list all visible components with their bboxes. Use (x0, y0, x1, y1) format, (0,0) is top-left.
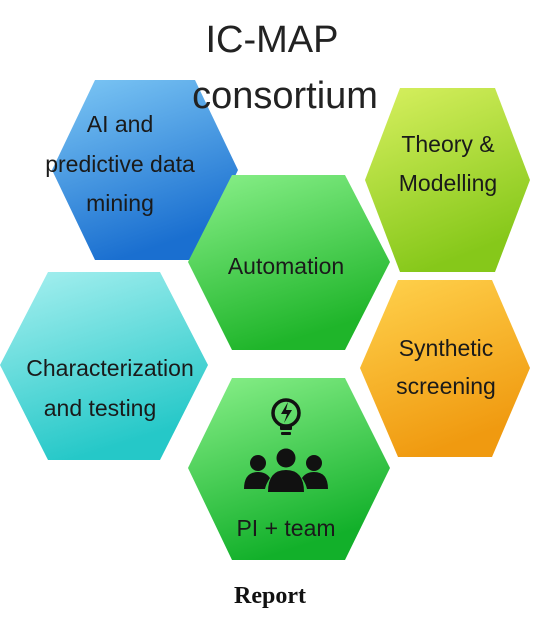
diagram-title-line2: consortium (192, 75, 378, 117)
hexagon-ai (52, 80, 238, 260)
hexagon-theory (365, 88, 530, 272)
hexagon-synthetic (360, 280, 530, 457)
hexagon-pi-team-label: PI + team (236, 515, 335, 541)
hexagon-synthetic-label-line1: Synthetic (399, 335, 494, 361)
diagram-title-line1: IC-MAP (206, 19, 339, 61)
figure-caption: Report (234, 583, 306, 609)
hexagon-automation (188, 175, 390, 350)
hexagon-pi-team (188, 378, 390, 560)
hexagon-theory-label-line2: Modelling (399, 170, 497, 196)
hexagon-characterization (0, 272, 208, 460)
hexagon-characterization-label-line1: Characterization (26, 355, 193, 381)
hexagon-ai-label-line2: predictive data (45, 151, 195, 177)
hexagon-characterization-label-line2: and testing (44, 395, 157, 421)
team-lightbulb-icon (244, 398, 328, 492)
hexagon-ai-label-line3: mining (86, 190, 154, 216)
hexagon-synthetic-label-line2: screening (396, 373, 496, 399)
hexagon-theory-label-line1: Theory & (401, 131, 494, 157)
hexagon-ai-label-line1: AI and (87, 111, 154, 137)
hexagon-automation-label: Automation (228, 253, 344, 279)
